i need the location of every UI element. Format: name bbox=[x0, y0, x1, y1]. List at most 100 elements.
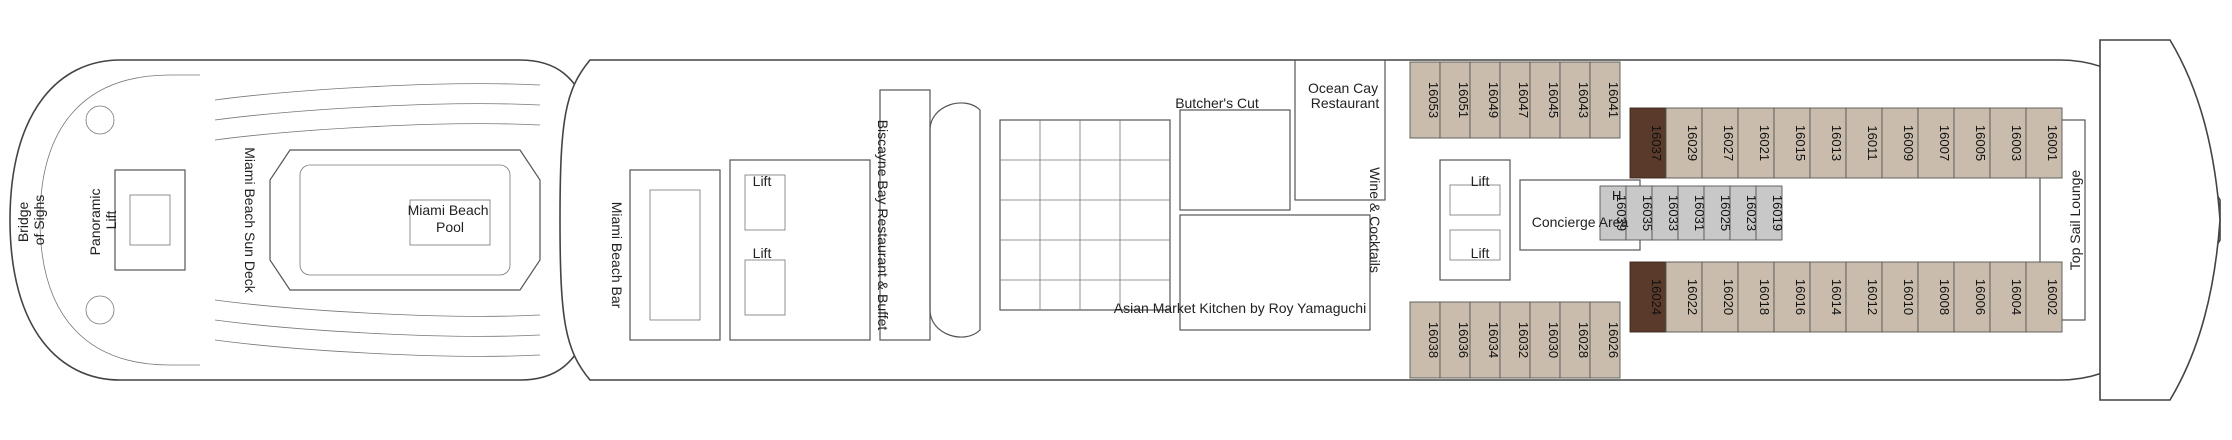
cabin-box bbox=[1773, 107, 1811, 179]
cabin-16025: 16025 bbox=[1703, 185, 1733, 241]
cabin-16013: 16013 bbox=[1809, 107, 1847, 179]
cabin-box bbox=[1953, 261, 1991, 333]
label-top-sail-lounge: Top Sail Lounge bbox=[2067, 170, 2083, 271]
cabin-box bbox=[1665, 261, 1703, 333]
cabin-16022: 16022 bbox=[1665, 261, 1703, 333]
cabin-number: 16019 bbox=[1770, 195, 1785, 231]
cabin-box bbox=[1703, 185, 1731, 241]
cabin-number: 16011 bbox=[1865, 125, 1880, 160]
cabin-16041: 16041 bbox=[1589, 61, 1621, 139]
cabin-number: 16013 bbox=[1829, 125, 1844, 161]
cabin-16004: 16004 bbox=[1989, 261, 2027, 333]
area-labels: Bridge of Sighs Panoramic Lift Miami Bea… bbox=[15, 80, 2083, 330]
cabin-box bbox=[1409, 301, 1441, 379]
cabin-16019: 16019 bbox=[1755, 185, 1785, 241]
cabin-number: 16025 bbox=[1718, 195, 1733, 231]
cabin-number: 16030 bbox=[1546, 322, 1561, 358]
cabin-16038: 16038 bbox=[1409, 301, 1441, 379]
cabin-16005: 16005 bbox=[1953, 107, 1991, 179]
panoramic-lift bbox=[85, 105, 186, 325]
cabin-box bbox=[1729, 185, 1757, 241]
cabin-number: 16036 bbox=[1456, 322, 1471, 358]
label-bridge-line1: Bridge bbox=[15, 201, 31, 242]
cabin-box bbox=[1737, 107, 1775, 179]
cabin-16043: 16043 bbox=[1559, 61, 1591, 139]
cabin-16010: 16010 bbox=[1881, 261, 1919, 333]
cabin-number: 16026 bbox=[1606, 322, 1621, 358]
label-lift-aft-bottom: Lift bbox=[753, 245, 772, 261]
cabin-number: 16035 bbox=[1640, 195, 1655, 231]
cabin-16045: 16045 bbox=[1529, 61, 1561, 139]
cabin-number: 16023 bbox=[1744, 195, 1759, 231]
cabin-box bbox=[1773, 261, 1811, 333]
cabin-16012: 16012 bbox=[1845, 261, 1883, 333]
cabin-box bbox=[1737, 261, 1775, 333]
cabin-box bbox=[1629, 261, 1667, 333]
cabin-number: 16051 bbox=[1456, 82, 1471, 118]
cabin-16021: 16021 bbox=[1737, 107, 1775, 179]
label-concierge: Concierge Area bbox=[1532, 214, 1629, 230]
asian-market-kitchen bbox=[1179, 214, 1371, 331]
cabin-number: 16039 bbox=[1614, 195, 1629, 231]
label-biscayne: Biscayne Bay Restaurant & Buffet bbox=[875, 120, 891, 331]
cabin-16014: 16014 bbox=[1809, 261, 1847, 333]
cabin-box bbox=[1589, 61, 1621, 139]
cabin-number: 16032 bbox=[1516, 322, 1531, 358]
sun-deck-loungers bbox=[39, 74, 541, 366]
cabin-box bbox=[1809, 261, 1847, 333]
cabin-16032: 16032 bbox=[1499, 301, 1531, 379]
cabin-number: 16022 bbox=[1685, 279, 1700, 315]
cabin-16018: 16018 bbox=[1737, 261, 1775, 333]
cabin-16035: 16035 bbox=[1625, 185, 1655, 241]
cabin-16034: 16034 bbox=[1469, 301, 1501, 379]
top-sail-lounge bbox=[2039, 119, 2086, 321]
cabin-number: 16006 bbox=[1973, 279, 1988, 315]
label-butchers-cut: Butcher's Cut bbox=[1175, 95, 1259, 111]
biscayne-restaurant bbox=[879, 89, 981, 341]
cabin-box bbox=[1917, 261, 1955, 333]
cabin-number: 16012 bbox=[1865, 279, 1880, 315]
cabin-number: 16024 bbox=[1649, 279, 1664, 315]
cabin-box bbox=[1651, 185, 1679, 241]
cabin-box bbox=[1439, 301, 1471, 379]
cabin-number: 16038 bbox=[1426, 322, 1441, 358]
cabin-16047: 16047 bbox=[1499, 61, 1531, 139]
cabin-number: 16014 bbox=[1829, 279, 1844, 315]
cabin-box bbox=[1625, 185, 1653, 241]
cabin-number: 16037 bbox=[1649, 125, 1664, 161]
cabin-number: 16008 bbox=[1937, 279, 1952, 315]
accessible-marker: H bbox=[1612, 188, 1621, 203]
cabin-number: 16021 bbox=[1757, 125, 1772, 161]
miami-beach-bar bbox=[629, 169, 721, 341]
label-lift-fwd-top: Lift bbox=[1471, 173, 1490, 189]
cabin-number: 16027 bbox=[1721, 125, 1736, 161]
label-panoramic-lift: Panoramic Lift bbox=[87, 185, 119, 256]
cabin-box bbox=[1499, 301, 1531, 379]
cabin-16028: 16028 bbox=[1559, 301, 1591, 379]
label-bridge-of-sighs: Bridge of Sighs bbox=[15, 195, 47, 246]
cabin-box bbox=[1701, 261, 1739, 333]
cabin-16037: 16037 bbox=[1629, 107, 1667, 179]
cabin-16027: 16027 bbox=[1701, 107, 1739, 179]
cabin-box bbox=[1529, 61, 1561, 139]
cabin-number: 16041 bbox=[1606, 82, 1621, 118]
cabin-number: 16009 bbox=[1901, 125, 1916, 161]
cabin-number: 16016 bbox=[1793, 279, 1808, 315]
cabin-number: 16010 bbox=[1901, 279, 1916, 315]
label-lift-fwd-bottom: Lift bbox=[1471, 245, 1490, 261]
cabin-number: 16033 bbox=[1666, 195, 1681, 231]
cabin-number: 16001 bbox=[2045, 125, 2060, 161]
cabin-number: 16007 bbox=[1937, 125, 1952, 161]
cabin-number: 16045 bbox=[1546, 82, 1561, 118]
cabin-16023: 16023 bbox=[1729, 185, 1759, 241]
label-bridge-line2: of Sighs bbox=[31, 195, 47, 246]
cabin-number: 16015 bbox=[1793, 125, 1808, 161]
cabin-16009: 16009 bbox=[1881, 107, 1919, 179]
cabin-16031: 16031 bbox=[1677, 185, 1707, 241]
cabin-number: 16031 bbox=[1692, 195, 1707, 231]
butchers-cut bbox=[1179, 109, 1291, 211]
label-ocean-cay: Ocean Cay Restaurant bbox=[1308, 80, 1382, 111]
cabin-number: 16034 bbox=[1486, 322, 1501, 358]
